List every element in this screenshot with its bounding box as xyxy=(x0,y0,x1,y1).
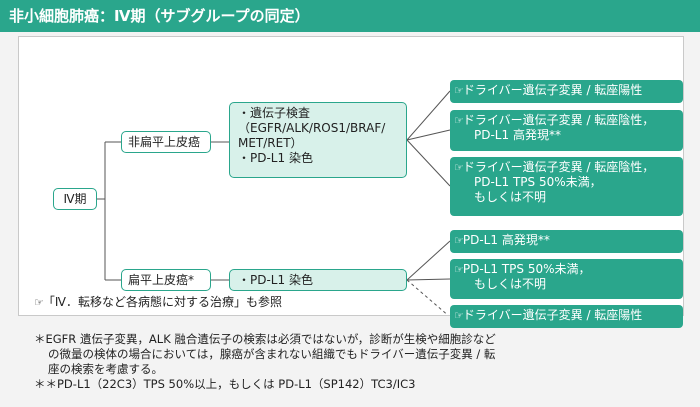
footnote-line: の微量の検体の場合においては，腺癌が含まれない組織でもドライバー遺伝子変異 / … xyxy=(48,347,496,361)
connector-to-r5 xyxy=(406,278,451,281)
page-title: 非小細胞肺癌：Ⅳ期（サブグループの同定） xyxy=(9,7,310,25)
result-line: もしくは不明 xyxy=(474,277,547,291)
footnote-line: ＊EGFR 遺伝子変異，ALK 融合遺伝子の検索は必須ではないが，診断が生検や細… xyxy=(34,332,496,346)
result-driver-positive: ☞ドライバー遺伝子変異 / 転座陽性 xyxy=(450,80,683,103)
test-line: ・遺伝子検査 xyxy=(238,106,311,120)
result-line: もしくは不明 xyxy=(474,190,547,204)
result-line: ドライバー遺伝子変異 / 転座陰性， xyxy=(462,113,655,127)
footnotes: ＊EGFR 遺伝子変異，ALK 融合遺伝子の検索は必須ではないが，診断が生検や細… xyxy=(34,332,496,392)
test-line: MET/RET） xyxy=(238,136,303,150)
result-line: PD-L1 高発現** xyxy=(474,128,561,142)
title-bar: 非小細胞肺癌：Ⅳ期（サブグループの同定） xyxy=(0,0,700,32)
reference-hand-icon: ☞ xyxy=(454,114,464,127)
reference-note-text: 「Ⅳ．転移など各病態に対する治療」も参照 xyxy=(42,295,282,309)
reference-note: ☞「Ⅳ．転移など各病態に対する治療」も参照 xyxy=(34,293,282,310)
result-driver-negative-pdl1-high: ☞ドライバー遺伝子変異 / 転座陰性， PD-L1 高発現** xyxy=(450,110,683,151)
connector-to-r4 xyxy=(406,240,451,281)
result-driver-positive-squamous: ☞ドライバー遺伝子変異 / 転座陽性 xyxy=(450,305,683,328)
test-line: ・PD-L1 染色 xyxy=(238,273,313,287)
test-line: （EGFR/ALK/ROS1/BRAF/ xyxy=(238,121,386,135)
squamous-tests-box: ・PD-L1 染色 xyxy=(229,269,407,291)
nonsquamous-tests-box: ・遺伝子検査 （EGFR/ALK/ROS1/BRAF/ MET/RET） ・PD… xyxy=(229,102,407,178)
connector-to-r1 xyxy=(406,90,451,141)
reference-hand-icon: ☞ xyxy=(34,296,44,309)
connector-lines xyxy=(97,90,451,315)
footnote-line: ＊＊PD-L1（22C3）TPS 50%以上，もしくは PD-L1（SP142）… xyxy=(34,377,416,391)
result-line: ドライバー遺伝子変異 / 転座陽性 xyxy=(462,308,643,322)
result-pdl1-high: ☞PD-L1 高発現** xyxy=(450,230,683,253)
connector-to-r2 xyxy=(406,129,451,141)
reference-hand-icon: ☞ xyxy=(454,161,464,174)
reference-hand-icon: ☞ xyxy=(454,263,464,276)
result-line: PD-L1 TPS 50%未満， xyxy=(474,175,602,189)
result-driver-negative-pdl1-low: ☞ドライバー遺伝子変異 / 転座陰性， PD-L1 TPS 50%未満， もしく… xyxy=(450,157,683,216)
stage-iv-node: Ⅳ期 xyxy=(53,188,97,210)
result-line: PD-L1 高発現** xyxy=(462,233,550,247)
diagram-panel: Ⅳ期 非扁平上皮癌 扁平上皮癌* ・遺伝子検査 （EGFR/ALK/ROS1/B… xyxy=(18,36,684,328)
connector-to-r3 xyxy=(406,139,451,187)
connector-to-r6 xyxy=(406,279,449,315)
result-line: ドライバー遺伝子変異 / 転座陽性 xyxy=(462,83,643,97)
test-line: ・PD-L1 染色 xyxy=(238,151,313,165)
nonsquamous-node: 非扁平上皮癌 xyxy=(121,131,211,153)
squamous-node: 扁平上皮癌* xyxy=(121,269,211,291)
reference-hand-icon: ☞ xyxy=(454,234,464,247)
result-line: ドライバー遺伝子変異 / 転座陰性， xyxy=(462,160,655,174)
result-line: PD-L1 TPS 50%未満， xyxy=(462,262,591,276)
footnote-line: 座の検索を考慮する。 xyxy=(48,362,163,376)
reference-hand-icon: ☞ xyxy=(454,84,464,97)
reference-hand-icon: ☞ xyxy=(454,309,464,322)
result-pdl1-low: ☞PD-L1 TPS 50%未満， もしくは不明 xyxy=(450,259,683,299)
